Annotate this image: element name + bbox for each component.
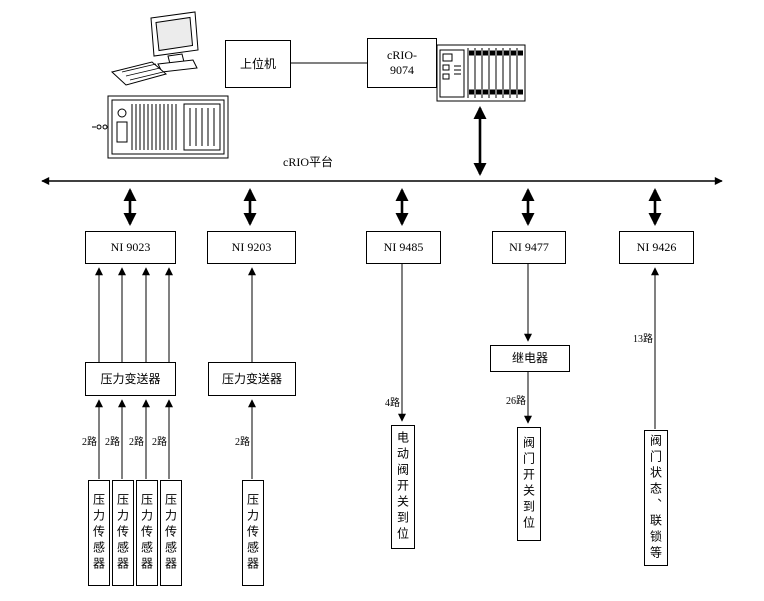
- desktop-computer-icon: [110, 11, 199, 86]
- motor-valve-position-box: 电动阀开关到位: [391, 425, 415, 549]
- crio-chassis-icon: [436, 44, 526, 102]
- module-ni9023-box: NI 9023: [85, 231, 176, 264]
- channel-label-motor-valve: 4路: [385, 398, 400, 409]
- bus-double-arrows: [123, 106, 662, 226]
- pressure-sensor-box-2: 压力传感器: [112, 480, 134, 586]
- pressure-sensor-box-4: 压力传感器: [160, 480, 182, 586]
- module-ni9485-box: NI 9485: [366, 231, 441, 264]
- server-icon: [92, 95, 229, 159]
- relay-box: 继电器: [490, 345, 570, 372]
- channel-label-sensor-5: 2路: [235, 437, 250, 448]
- pressure-transmitter-box-1: 压力变送器: [85, 362, 176, 396]
- channel-label-sensor-1: 2路: [82, 437, 97, 448]
- host-computer-box: 上位机: [225, 40, 291, 88]
- pressure-sensor-box-5: 压力传感器: [242, 480, 264, 586]
- pressure-sensor-box-3: 压力传感器: [136, 480, 158, 586]
- channel-label-sensor-4: 2路: [152, 437, 167, 448]
- valve-status-interlock-box: 阀门状态、联锁等: [644, 430, 668, 566]
- platform-label: cRIO平台: [283, 155, 333, 169]
- channel-label-sensor-2: 2路: [105, 437, 120, 448]
- crio-controller-box: cRIO- 9074: [367, 38, 437, 88]
- module-ni9203-box: NI 9203: [207, 231, 296, 264]
- module-ni9477-box: NI 9477: [492, 231, 566, 264]
- channel-label-sensor-3: 2路: [129, 437, 144, 448]
- pressure-sensor-box-1: 压力传感器: [88, 480, 110, 586]
- signal-lines: [95, 264, 659, 479]
- valve-switch-position-box: 阀门开关到位: [517, 427, 541, 541]
- channel-label-valve-switch: 26路: [506, 396, 526, 407]
- pressure-transmitter-box-2: 压力变送器: [208, 362, 296, 396]
- module-ni9426-box: NI 9426: [619, 231, 694, 264]
- channel-label-valve-status: 13路: [633, 334, 653, 345]
